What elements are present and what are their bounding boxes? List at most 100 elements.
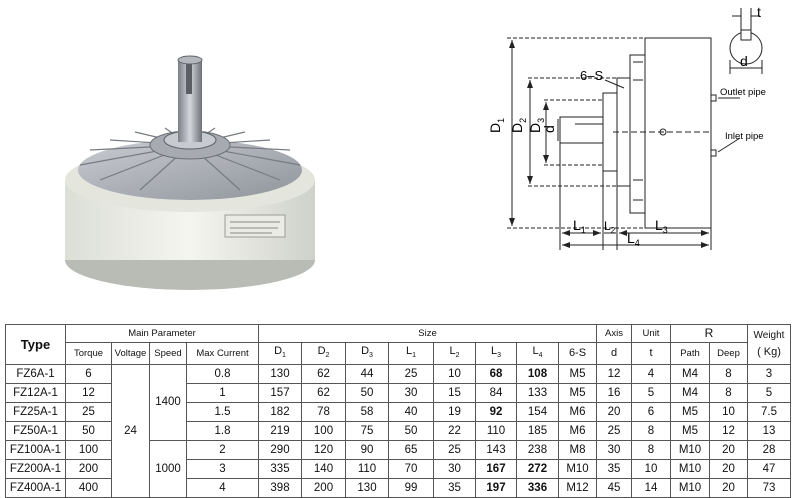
weight-header: Weight( Kg)	[747, 323, 791, 366]
path-cell: M10	[670, 440, 710, 461]
table-row: FZ400A-1 400 4 398 200 130 99 35 197 336…	[5, 478, 791, 498]
axis-header: Axis	[596, 324, 632, 343]
d-header: d	[596, 341, 632, 366]
d3-label: D3	[527, 118, 546, 133]
d-cell: 12	[596, 364, 632, 385]
l3-cell: 143	[475, 440, 517, 461]
l3-header: L3	[475, 341, 517, 366]
l4-cell: 154	[516, 402, 559, 423]
t-cell: 5	[631, 383, 671, 404]
type-cell: FZ12A-1	[5, 383, 66, 404]
path-cell: M4	[670, 383, 710, 404]
d2-cell: 78	[301, 402, 346, 423]
l3-cell: 167	[475, 459, 517, 480]
type-cell: FZ25A-1	[5, 402, 66, 423]
main-parameter-header: Main Parameter	[65, 324, 259, 343]
d1-cell: 335	[258, 459, 302, 480]
deep-cell: 10	[709, 402, 748, 423]
torque-cell: 400	[65, 478, 112, 498]
d2-cell: 120	[301, 440, 346, 461]
l1-cell: 65	[388, 440, 434, 461]
l4-cell: 185	[516, 421, 559, 442]
t-cell: 14	[631, 478, 671, 498]
max-current-cell: 4	[186, 478, 259, 498]
deep-header: Deep	[709, 341, 748, 366]
l2-cell: 30	[433, 459, 476, 480]
torque-cell: 25	[65, 402, 112, 423]
type-cell: FZ100A-1	[5, 440, 66, 461]
d1-cell: 130	[258, 364, 302, 385]
l4-cell: 108	[516, 364, 559, 385]
d-cell: 25	[596, 421, 632, 442]
unit-header: Unit	[631, 324, 671, 343]
torque-cell: 12	[65, 383, 112, 404]
deep-cell: 20	[709, 478, 748, 498]
path-cell: M4	[670, 364, 710, 385]
l2-cell: 22	[433, 421, 476, 442]
l2-cell: 10	[433, 364, 476, 385]
l1-cell: 40	[388, 402, 434, 423]
type-cell: FZ400A-1	[5, 478, 66, 498]
t-cell: 8	[631, 421, 671, 442]
d3-cell: 130	[345, 478, 389, 498]
voltage-cell: 24	[111, 364, 150, 498]
six-s-cell: M8	[558, 440, 597, 461]
max-current-cell: 1.5	[186, 402, 259, 423]
d-key-label: d	[740, 53, 748, 69]
l3-cell: 197	[475, 478, 517, 498]
type-cell: FZ50A-1	[5, 421, 66, 442]
l1-header: L1	[388, 341, 434, 366]
max-current-cell: 1	[186, 383, 259, 404]
product-photo	[65, 55, 315, 290]
d3-header: D3	[345, 341, 389, 366]
type-header: Type	[5, 323, 66, 366]
six-s-cell: M6	[558, 402, 597, 423]
six-s-cell: M10	[558, 459, 597, 480]
l4-label: L4	[627, 230, 640, 248]
clutch-side-view	[507, 37, 741, 250]
d1-header: D1	[258, 341, 302, 366]
table-row: FZ100A-1 100 1000 2 290 120 90 65 25 143…	[5, 440, 791, 498]
t-label: t	[757, 4, 761, 20]
max-current-header: Max Current	[186, 341, 259, 366]
l3-cell: 84	[475, 383, 517, 404]
max-current-cell: 3	[186, 459, 259, 480]
d2-cell: 100	[301, 421, 346, 442]
deep-cell: 20	[709, 459, 748, 480]
deep-cell: 8	[709, 364, 748, 385]
six-s-header: 6-S	[558, 341, 597, 366]
d2-cell: 140	[301, 459, 346, 480]
t-cell: 10	[631, 459, 671, 480]
t-header: t	[631, 341, 671, 366]
deep-cell: 12	[709, 421, 748, 442]
d1-cell: 398	[258, 478, 302, 498]
six-s-cell: M6	[558, 421, 597, 442]
d3-cell: 75	[345, 421, 389, 442]
torque-cell: 50	[65, 421, 112, 442]
l2-cell: 35	[433, 478, 476, 498]
r-header: R	[670, 324, 748, 343]
weight-cell: 7.5	[747, 402, 791, 423]
six-s-label: 6–S	[580, 68, 603, 83]
weight-cell: 3	[747, 364, 791, 385]
t-cell: 4	[631, 364, 671, 385]
weight-cell: 28	[747, 440, 791, 461]
d-cell: 35	[596, 459, 632, 480]
l2-cell: 25	[433, 440, 476, 461]
d3-cell: 90	[345, 440, 389, 461]
speed-cell-1000: 1000	[149, 440, 187, 498]
d3-cell: 50	[345, 383, 389, 404]
t-cell: 8	[631, 440, 671, 461]
weight-cell: 73	[747, 478, 791, 498]
table-row: FZ25A-1 25 1.5 182 78 58 40 19 92 154 M6…	[5, 402, 791, 423]
deep-cell: 8	[709, 383, 748, 404]
l4-cell: 133	[516, 383, 559, 404]
weight-cell: 47	[747, 459, 791, 480]
t-cell: 6	[631, 402, 671, 423]
inlet-pipe-label: Inlet pipe	[725, 131, 764, 142]
weight-cell: 5	[747, 383, 791, 404]
d-cell: 20	[596, 402, 632, 423]
d1-cell: 219	[258, 421, 302, 442]
deep-cell: 20	[709, 440, 748, 461]
technical-drawing: t d	[487, 4, 766, 250]
